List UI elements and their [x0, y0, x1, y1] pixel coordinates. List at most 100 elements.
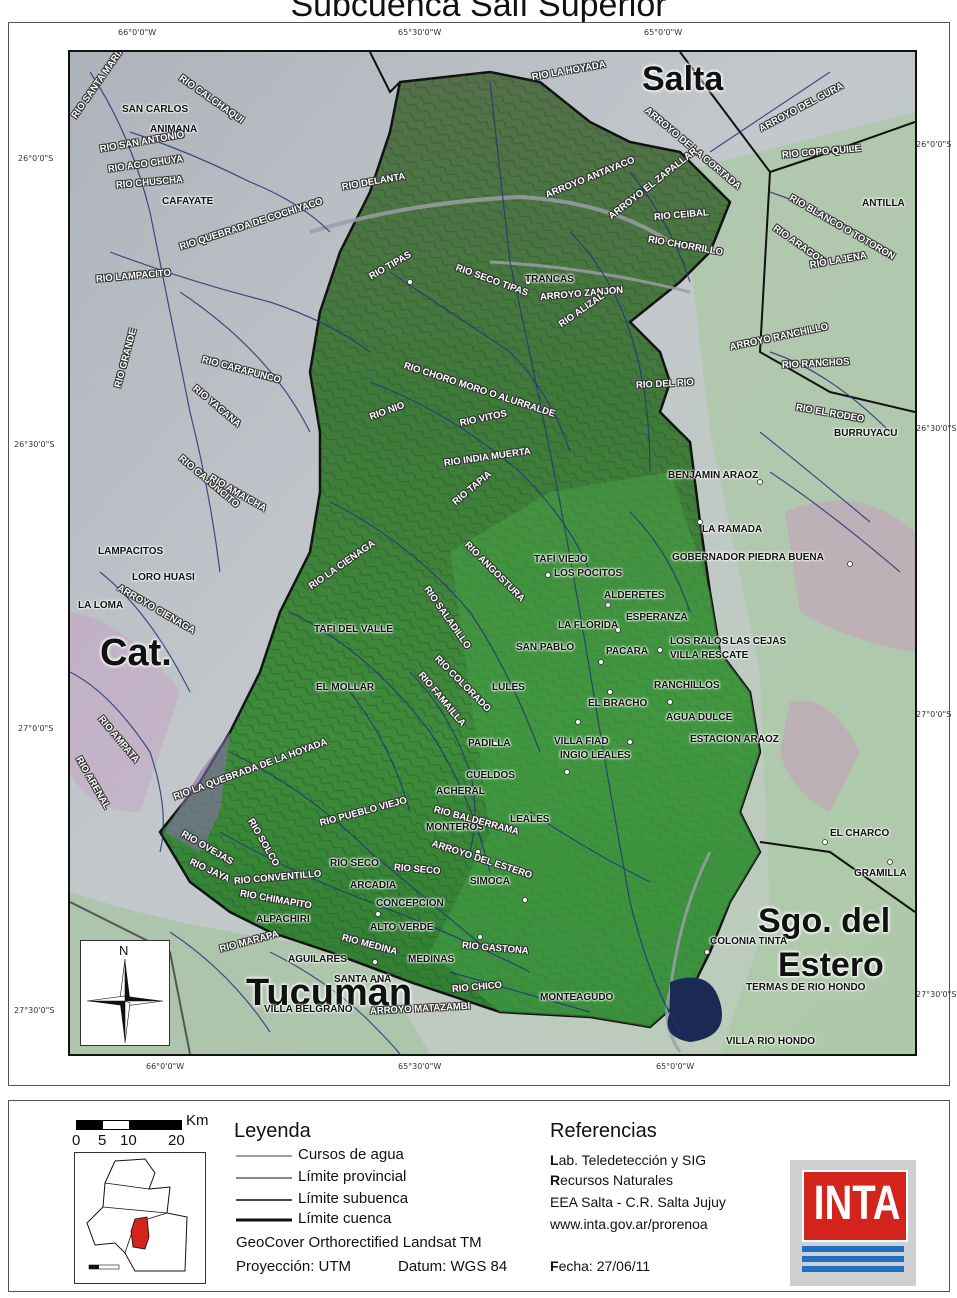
legend-datum: Datum: WGS 84 [398, 1258, 508, 1275]
place-label: LA RAMADA [702, 524, 763, 535]
place-label: BURRUYACU [834, 428, 898, 439]
reference-url: www.inta.gov.ar/prorenoa [550, 1216, 708, 1232]
place-label: MONTEAGUDO [540, 992, 614, 1003]
compass-icon [86, 958, 164, 1044]
coord-left-1: 26°0'0"S [18, 154, 54, 163]
place-label: CAFAYATE [162, 196, 214, 207]
place-label: LAMPACITOS [98, 546, 164, 557]
place-label: LA LOMA [78, 600, 124, 611]
place-label: EL MOLLAR [316, 682, 375, 693]
legend-symbols [236, 1155, 292, 1222]
place-label: SIMOCA [470, 876, 510, 887]
north-arrow: N [80, 940, 170, 1046]
reference-line: EEA Salta - C.R. Salta Jujuy [550, 1194, 726, 1210]
place-label: ACHERAL [436, 786, 485, 797]
map-title: Subcuenca Salí Superior [290, 0, 667, 24]
place-label: MONTEROS [426, 822, 484, 833]
locator-map [74, 1152, 206, 1284]
scale-unit: Km [186, 1112, 209, 1129]
scale-tick: 5 [98, 1132, 107, 1149]
place-label: RANCHILLOS [654, 680, 720, 691]
province-catamarca: Cat. [100, 632, 172, 674]
place-label: ANTILLA [862, 198, 905, 209]
legend-item: Límite subuenca [298, 1190, 409, 1207]
place-label: BENJAMIN ARAOZ [668, 470, 759, 481]
references-title: Referencias [550, 1120, 657, 1142]
inta-logo-text: INTA [813, 1177, 901, 1230]
coord-left-2: 26°30'0"S [14, 440, 55, 449]
place-label: EL CHARCO [830, 828, 890, 839]
place-label: AGUILARES [288, 954, 347, 965]
place-label: LOS RALOS [670, 636, 729, 647]
place-label: ESTACION ARAOZ [690, 734, 779, 745]
place-label: LAS CEJAS [730, 636, 787, 647]
reference-line: Lab. Teledetección y SIG [550, 1152, 707, 1168]
province-sgo-line2: Estero [778, 946, 884, 984]
place-label: AGUA DULCE [666, 712, 733, 723]
place-label: COLONIA TINTA [710, 936, 788, 947]
legend-item: Límite cuenca [298, 1210, 392, 1227]
place-label: PACARA [606, 646, 649, 657]
scale-bar [76, 1120, 182, 1130]
legend-projection: Proyección: UTM [236, 1258, 352, 1275]
place-label: SAN CARLOS [122, 104, 189, 115]
map-frame [8, 22, 950, 1086]
place-label: ARCADIA [350, 880, 397, 891]
north-label: N [119, 943, 129, 958]
place-label: VILLA RIO HONDO [726, 1036, 816, 1047]
place-label: ALPACHIRI [256, 914, 310, 925]
place-label: LA FLORIDA [558, 620, 619, 631]
coord-left-3: 27°0'0"S [18, 724, 54, 733]
info-panel [8, 1100, 950, 1292]
place-label: ALDERETES [604, 590, 665, 601]
place-label: SANTA ANA [334, 974, 392, 985]
coord-right-1: 26°0'0"S [916, 140, 952, 149]
provincial-boundary [369, 52, 915, 413]
place-label: ESPERANZA [626, 612, 688, 623]
coord-top-2: 65°30'0"W [398, 28, 442, 37]
coord-bottom-3: 65°0'0"W [656, 1062, 695, 1071]
coord-top-3: 65°0'0"W [644, 28, 683, 37]
reference-date: Fecha: 27/06/11 [550, 1258, 651, 1274]
place-label: LORO HUASI [132, 572, 195, 583]
place-label: LULES [492, 682, 525, 693]
province-tucuman: Tucumán [246, 972, 413, 1014]
place-label: ANIMANA [150, 124, 198, 135]
map-canvas [70, 52, 915, 1054]
coord-right-4: 27°30'0"S [916, 990, 957, 999]
legend-item: Cursos de agua [298, 1146, 404, 1163]
place-label: RIO SECO [330, 858, 379, 869]
place-label: LEALES [510, 814, 550, 825]
place-label: TAFÍ DEL VALLE [314, 624, 393, 635]
legend-item: Límite provincial [298, 1168, 407, 1185]
place-label: CONCEPCION [376, 898, 444, 909]
place-label: VILLA RESCATE [670, 650, 749, 661]
province-salta: Salta [642, 60, 724, 98]
place-label: GRAMILLA [854, 868, 907, 879]
inta-logo: INTA [790, 1160, 916, 1286]
coord-top-1: 66°0'0"W [118, 28, 157, 37]
place-label: TAFÍ VIEJO [534, 554, 588, 565]
scale-tick: 20 [168, 1132, 185, 1149]
place-label: VILLA BELGRANO [264, 1004, 353, 1015]
place-label: PADILLA [468, 738, 511, 749]
coord-right-2: 26°30'0"S [916, 424, 957, 433]
place-label: ALTO VERDE [370, 922, 434, 933]
coord-bottom-1: 66°0'0"W [146, 1062, 185, 1071]
place-label: TERMAS DE RIO HONDO [746, 982, 866, 993]
place-label: CUELDOS [466, 770, 515, 781]
place-label: INGIO LEALES [560, 750, 631, 761]
scale-tick: 10 [120, 1132, 137, 1149]
scale-tick: 0 [72, 1132, 81, 1149]
place-label: VILLA FIAD [554, 736, 609, 747]
river-network [70, 71, 901, 1054]
province-sgo-line1: Sgo. del [758, 902, 891, 940]
place-label: SAN PABLO [516, 642, 575, 653]
legend-source: GeoCover Orthorectified Landsat TM [236, 1234, 482, 1251]
coord-left-4: 27°30'0"S [14, 1006, 55, 1015]
reservoir [667, 977, 722, 1042]
settlement-dots [372, 279, 893, 965]
legend-title: Leyenda [234, 1120, 311, 1142]
place-label: MEDINAS [408, 954, 455, 965]
coord-right-3: 27°0'0"S [916, 710, 952, 719]
